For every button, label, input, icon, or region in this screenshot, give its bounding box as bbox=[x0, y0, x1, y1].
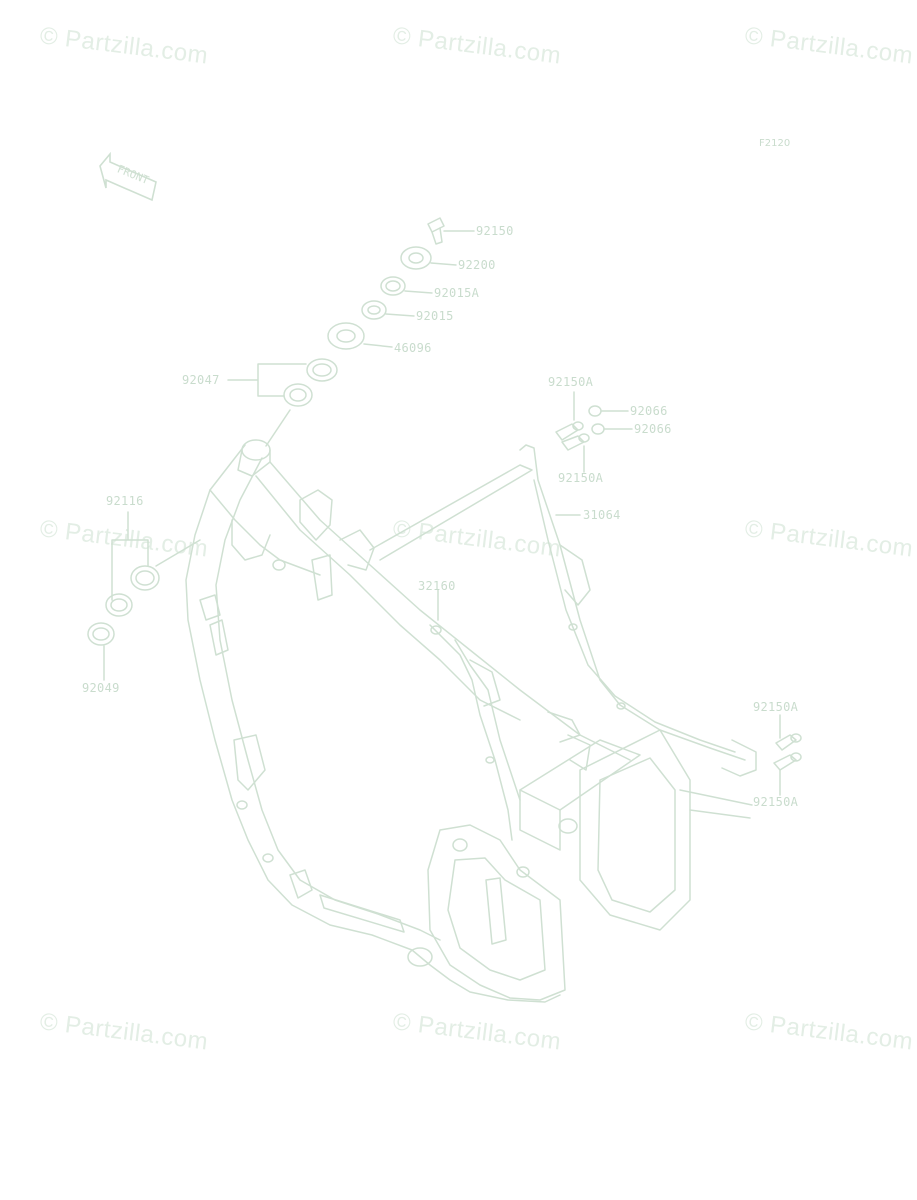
part-label-92066[interactable]: 92066 bbox=[630, 404, 668, 418]
part-label-92200[interactable]: 92200 bbox=[458, 258, 496, 272]
bearing-icon bbox=[306, 358, 338, 382]
part-label-92015A[interactable]: 92015A bbox=[434, 286, 480, 300]
front-arrow-icon: FRONT bbox=[96, 151, 162, 218]
bolt-icon bbox=[427, 217, 445, 245]
bolt-icon bbox=[773, 754, 797, 771]
nut-icon bbox=[361, 300, 387, 320]
seal-icon bbox=[327, 322, 365, 350]
part-label-92150A[interactable]: 92150A bbox=[753, 795, 799, 809]
nut-icon bbox=[588, 405, 602, 417]
part-label-92015[interactable]: 92015 bbox=[416, 309, 454, 323]
part-label-92049[interactable]: 92049 bbox=[82, 681, 120, 695]
nut-icon bbox=[591, 423, 605, 435]
race-icon bbox=[87, 622, 115, 646]
figure-code: F2120 bbox=[759, 138, 791, 149]
lock-washer-icon bbox=[380, 276, 406, 296]
part-label-31064[interactable]: 31064 bbox=[583, 508, 621, 522]
part-label-92150[interactable]: 92150 bbox=[476, 224, 514, 238]
bolt-icon bbox=[775, 734, 797, 751]
part-label-32160[interactable]: 32160 bbox=[418, 579, 456, 593]
part-label-92150A[interactable]: 92150A bbox=[548, 375, 594, 389]
ring-icon bbox=[105, 593, 133, 617]
part-label-92116[interactable]: 92116 bbox=[106, 494, 144, 508]
washer-icon bbox=[400, 246, 432, 270]
part-label-92150A[interactable]: 92150A bbox=[753, 700, 799, 714]
part-label-92066[interactable]: 92066 bbox=[634, 422, 672, 436]
bearing-icon bbox=[130, 565, 160, 591]
bearing-icon bbox=[283, 383, 313, 407]
part-label-92047[interactable]: 92047 bbox=[182, 373, 220, 387]
part-label-46096[interactable]: 46096 bbox=[394, 341, 432, 355]
part-label-92150A[interactable]: 92150A bbox=[558, 471, 604, 485]
